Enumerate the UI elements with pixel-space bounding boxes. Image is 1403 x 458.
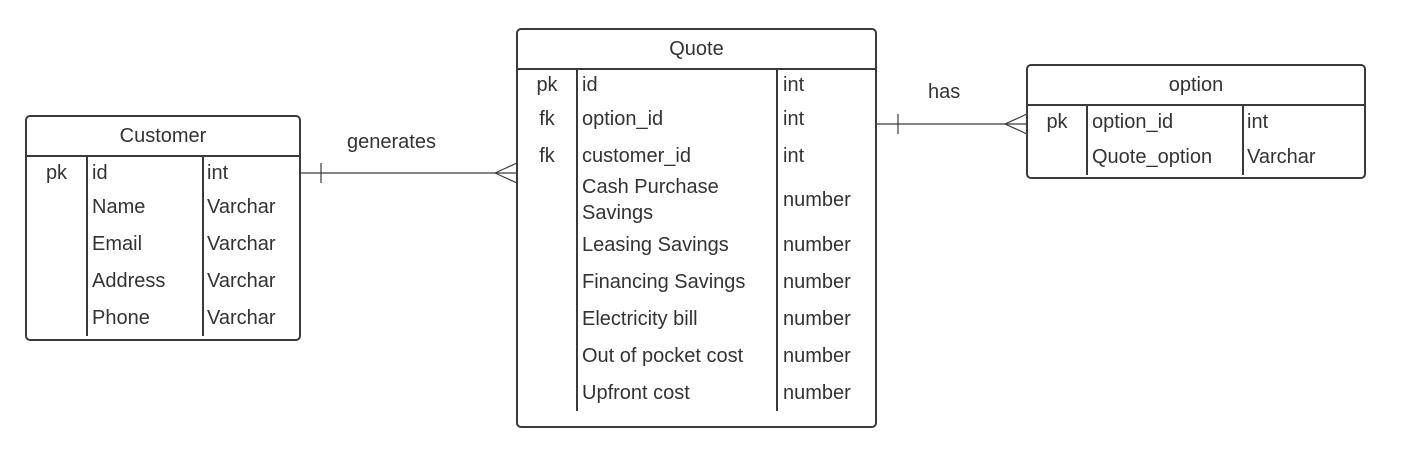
relationship-has-connector xyxy=(876,113,1028,135)
column-divider xyxy=(776,70,778,411)
attribute-name: Address xyxy=(92,269,166,292)
attribute-name: Name xyxy=(92,195,146,218)
has-crowfoot-bottom xyxy=(1004,123,1028,135)
attribute-name: Electricity bill xyxy=(582,307,698,330)
attribute-type: int xyxy=(783,107,805,130)
entity-title: Quote xyxy=(518,30,875,70)
relationship-label-generates: generates xyxy=(347,131,436,153)
attribute-key xyxy=(518,300,576,337)
attribute-key: pk xyxy=(1046,111,1068,133)
attribute-type: number xyxy=(783,189,851,211)
attribute-type: Varchar xyxy=(207,195,276,218)
attribute-name: Email xyxy=(92,232,143,255)
attribute-row: Financing Savings number xyxy=(518,263,875,300)
attribute-row: pk option_id int xyxy=(1028,106,1364,138)
column-divider xyxy=(1086,106,1088,175)
relationship-label-has: has xyxy=(928,81,961,103)
attribute-key xyxy=(518,337,576,374)
attribute-name: id xyxy=(582,74,598,96)
attribute-type: number xyxy=(783,270,851,293)
attribute-row: Email Varchar xyxy=(27,225,299,262)
relationship-generates-connector xyxy=(301,162,518,184)
attribute-name: customer_id xyxy=(582,144,691,167)
attribute-key xyxy=(27,262,86,299)
attribute-type: int xyxy=(783,74,805,96)
attribute-type: Varchar xyxy=(1247,145,1316,168)
generates-crowfoot-bottom xyxy=(494,172,518,184)
column-divider xyxy=(576,70,578,411)
attribute-row: Upfront cost number xyxy=(518,374,875,411)
attribute-name: Quote_option xyxy=(1092,145,1213,168)
column-divider xyxy=(1242,106,1244,175)
attribute-key: pk xyxy=(45,162,68,184)
attribute-name: Out of pocket cost xyxy=(582,344,744,367)
has-crowfoot-top xyxy=(1004,113,1028,125)
attribute-type: number xyxy=(783,381,851,404)
attribute-name: option_id xyxy=(582,107,664,130)
attribute-name: Financing Savings xyxy=(582,270,746,293)
attribute-key xyxy=(27,225,86,262)
attribute-type: Varchar xyxy=(207,269,276,292)
attribute-row: Leasing Savings number xyxy=(518,226,875,263)
column-divider xyxy=(202,157,204,336)
attribute-type: Varchar xyxy=(207,232,276,255)
attribute-row: pk id int xyxy=(27,158,299,188)
attribute-key: fk xyxy=(539,144,555,167)
attribute-type: number xyxy=(783,344,851,367)
generates-crowfoot-top xyxy=(494,162,518,174)
attribute-key xyxy=(518,263,576,300)
attribute-key xyxy=(27,299,86,336)
attribute-row: Address Varchar xyxy=(27,262,299,299)
attribute-key xyxy=(1028,138,1086,175)
attribute-name: Leasing Savings xyxy=(582,233,729,256)
attribute-name: id xyxy=(92,162,108,184)
attribute-row: Out of pocket cost number xyxy=(518,337,875,374)
attribute-row: pk id int xyxy=(518,70,875,100)
attribute-name: option_id xyxy=(1092,111,1174,133)
attribute-type: int xyxy=(783,144,805,167)
attribute-type: Varchar xyxy=(207,306,276,329)
attribute-row: Electricity bill number xyxy=(518,300,875,337)
entity-title: option xyxy=(1028,66,1364,106)
attribute-row: Name Varchar xyxy=(27,188,299,225)
attribute-name: Phone xyxy=(92,306,150,329)
attribute-key: fk xyxy=(539,107,555,130)
attribute-type: number xyxy=(783,233,851,256)
attribute-row: fk option_id int xyxy=(518,100,875,137)
attribute-name: Upfront cost xyxy=(582,381,690,404)
attribute-type: number xyxy=(783,307,851,330)
entity-title: Customer xyxy=(27,117,299,157)
attribute-key xyxy=(518,374,576,411)
attribute-type: int xyxy=(207,162,229,184)
attribute-row: Quote_option Varchar xyxy=(1028,138,1364,175)
attribute-key xyxy=(518,174,576,226)
attribute-row: Phone Varchar xyxy=(27,299,299,336)
attribute-key: pk xyxy=(536,74,558,96)
column-divider xyxy=(86,157,88,336)
attribute-row: fk customer_id int xyxy=(518,137,875,174)
attribute-key xyxy=(27,188,86,225)
attribute-type: int xyxy=(1247,111,1269,133)
attribute-key xyxy=(518,226,576,263)
